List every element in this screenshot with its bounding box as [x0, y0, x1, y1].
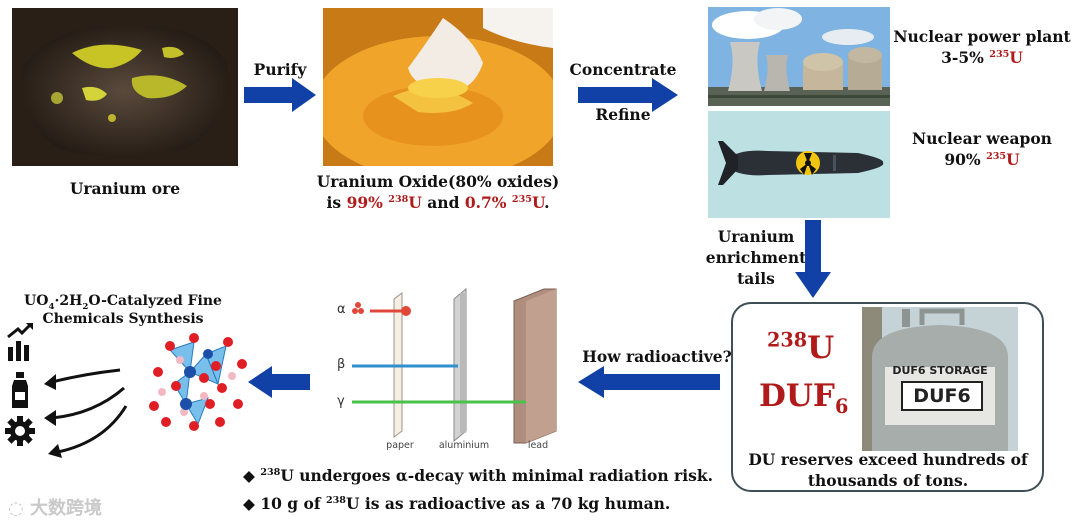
alpha-label: α — [337, 302, 346, 317]
weapon-title: Nuclear weapon — [892, 128, 1072, 149]
u238-label: 238U — [767, 330, 834, 366]
fact-1: ◆ 238U undergoes α-decay with minimal ra… — [243, 466, 713, 485]
lead-label: lead — [518, 440, 558, 451]
bottle-icon — [10, 372, 30, 408]
duf6-formula: DUF6 — [759, 378, 848, 414]
diamond-bullet-icon: ◆ — [243, 494, 255, 513]
du-reserves-caption: DU reserves exceed hundreds of thousands… — [738, 449, 1038, 491]
catalysis-title-line2: Chemicals Synthesis — [18, 310, 228, 328]
tails-down-arrow — [795, 220, 831, 298]
how-radioactive-arrow — [578, 366, 720, 398]
watermark-logo: ◌ 大数跨境 — [8, 494, 102, 520]
fact-2: ◆ 10 g of 238U is as radioactive as a 70… — [243, 494, 670, 513]
oxide-caption-line1: Uranium Oxide(80% oxides) — [300, 171, 576, 192]
catalysis-title: UO4·2H2O-Catalyzed Fine Chemicals Synthe… — [18, 292, 228, 328]
weapon-caption: Nuclear weapon 90% 235U — [892, 128, 1072, 170]
uo4-crystal-structure — [146, 332, 250, 432]
tank-label-top: DUF6 STORAGE — [885, 364, 995, 377]
oxide-235-pct: 0.7% 235U — [465, 193, 544, 212]
uranium-oxide-caption: Uranium Oxide(80% oxides) is 99% 238U an… — [300, 171, 576, 213]
beta-label: β — [337, 357, 345, 372]
uranium-oxide-photo — [323, 8, 553, 166]
chart-growth-icon — [6, 323, 34, 363]
uranium-ore-caption: Uranium ore — [12, 178, 238, 199]
alpha-particle-dot — [352, 308, 358, 314]
alpha-particle-dot — [358, 308, 364, 314]
duf6-tank-photo — [862, 307, 1018, 451]
penetration-diagram: α β γ paper aluminium lead — [318, 285, 568, 455]
watermark-text: 大数跨境 — [30, 498, 102, 519]
curved-arrows — [34, 360, 134, 460]
gamma-label: γ — [337, 394, 345, 409]
concentrate-label: Concentrate — [568, 60, 678, 79]
weapon-pct: 90% 235U — [892, 149, 1072, 170]
power-plant-photo — [708, 7, 890, 106]
catalysis-title-line1: UO4·2H2O-Catalyzed Fine — [18, 292, 228, 310]
alpha-ray-end — [401, 306, 411, 316]
paper-label: paper — [380, 440, 420, 451]
oxide-caption-line2: is 99% 238U and 0.7% 235U. — [300, 192, 576, 213]
alpha-particle-dot — [355, 302, 361, 308]
how-radioactive-label: How radioactive? — [582, 347, 732, 366]
purify-arrow — [244, 78, 316, 112]
uranium-ore-photo — [12, 8, 238, 166]
gear-icon — [5, 416, 35, 446]
purify-label: Purify — [248, 60, 312, 79]
tank-label-main: DUF6 — [901, 381, 983, 411]
aluminium-label: aluminium — [434, 440, 494, 451]
diamond-bullet-icon: ◆ — [243, 466, 255, 485]
watermark-icon: ◌ — [8, 498, 24, 519]
power-plant-title: Nuclear power plant — [892, 26, 1072, 47]
power-plant-caption: Nuclear power plant 3-5% 235U — [892, 26, 1072, 68]
catalysis-arrow — [248, 366, 310, 398]
weapon-photo — [708, 111, 890, 218]
oxide-238-pct: 99% 238U — [347, 193, 422, 212]
power-plant-pct: 3-5% 235U — [892, 47, 1072, 68]
refine-label: Refine — [568, 105, 678, 124]
